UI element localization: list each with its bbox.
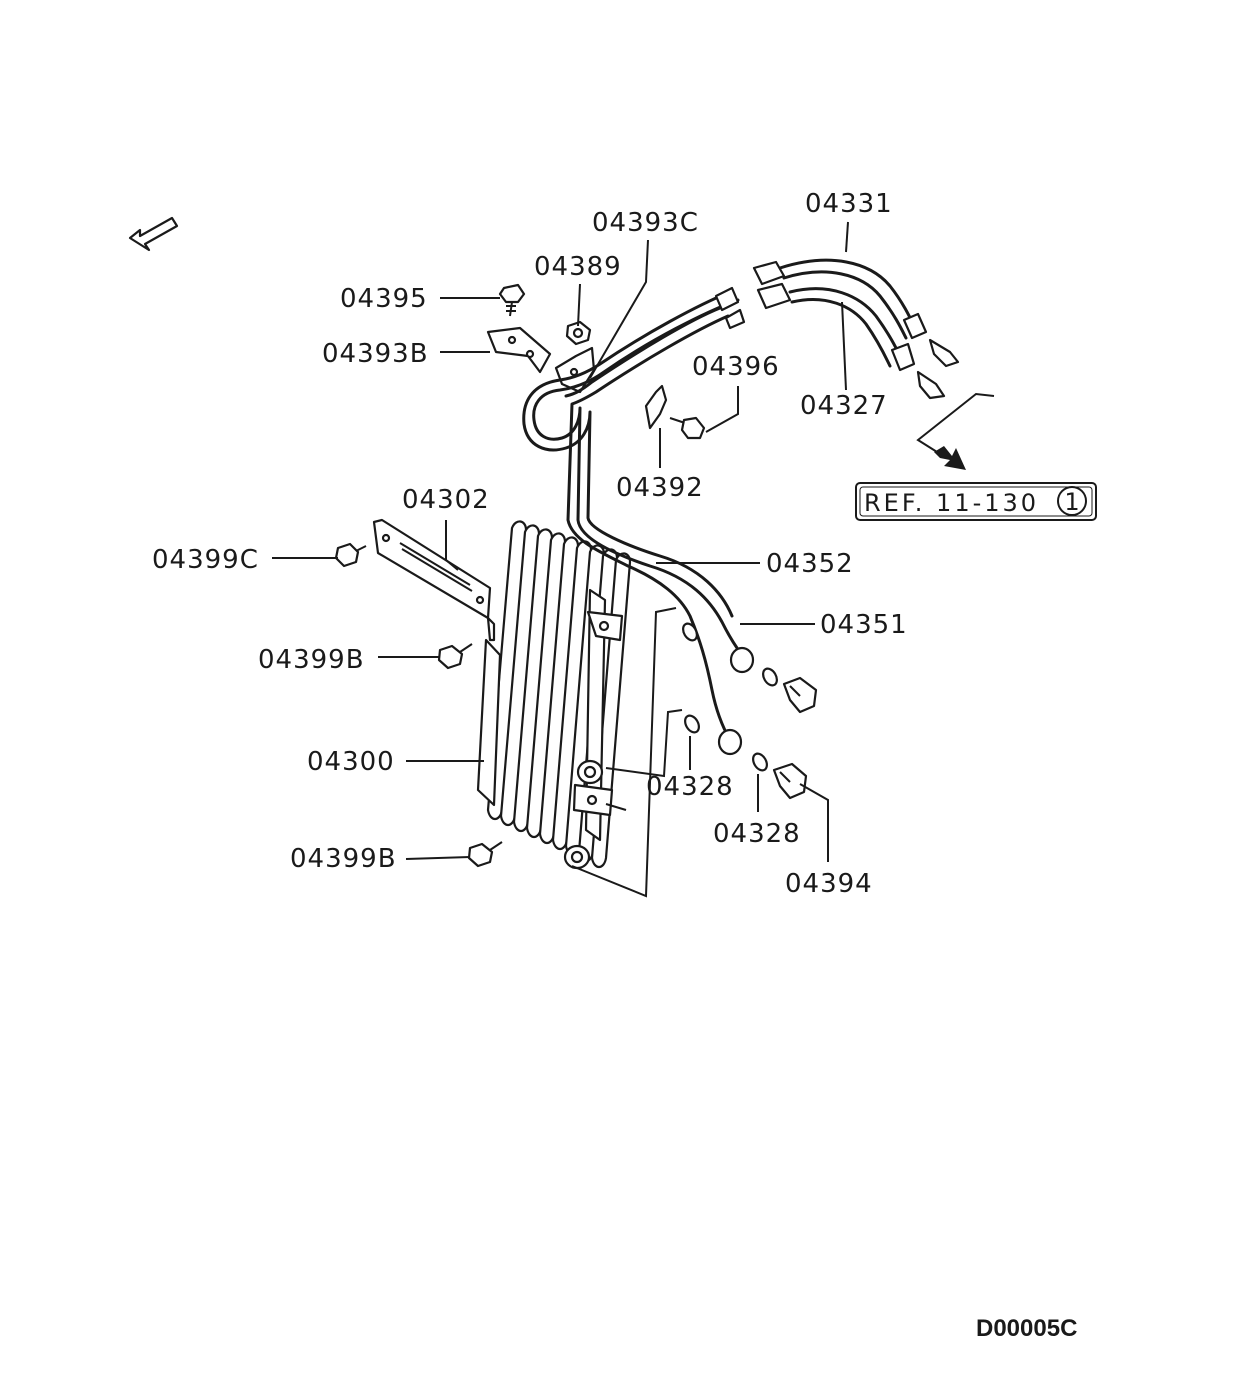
front-direction-arrow-icon: [128, 216, 179, 252]
pipe-fitting-upper: [714, 286, 755, 756]
label-04328-b[interactable]: 04328: [713, 819, 801, 849]
oil-hose-04327-part[interactable]: [756, 282, 946, 400]
label-04300[interactable]: 04300: [307, 747, 395, 777]
oil-pipe-04352-part[interactable]: [522, 290, 748, 662]
bolt-04399b-bottom-part[interactable]: [467, 841, 503, 868]
reference-circle-number: 1: [1064, 488, 1079, 516]
clip-04392-part[interactable]: [644, 384, 668, 430]
oil-cooler-part[interactable]: [476, 520, 632, 870]
bolt-04396-part[interactable]: [669, 416, 706, 440]
label-04352[interactable]: 04352: [766, 549, 854, 579]
nut-04389-part[interactable]: [565, 320, 592, 346]
bolt-04399c-part[interactable]: [334, 542, 367, 568]
label-04351[interactable]: 04351: [820, 610, 908, 640]
label-04393c[interactable]: 04393C: [592, 208, 699, 238]
label-04392[interactable]: 04392: [616, 473, 704, 503]
label-04399c[interactable]: 04399C: [152, 545, 259, 575]
bolt-04395-part[interactable]: [498, 283, 526, 317]
label-04395[interactable]: 04395: [340, 284, 428, 314]
assembly-lines: [571, 607, 683, 898]
label-04396[interactable]: 04396: [692, 352, 780, 382]
label-04327[interactable]: 04327: [800, 391, 888, 421]
part-labels: 04331 04393C 04389 04395 04393B 04396 04…: [152, 189, 908, 899]
label-04399b-top[interactable]: 04399B: [258, 645, 365, 675]
gasket-04328-a-part[interactable]: [680, 621, 701, 735]
reference-text: REF. 11-130: [864, 489, 1039, 517]
label-04394[interactable]: 04394: [785, 869, 873, 899]
diagram-code: D00005C: [976, 1315, 1077, 1342]
arrow-down-right-icon: [934, 446, 966, 470]
bracket-04302-part[interactable]: [372, 518, 496, 642]
label-04399b-bottom[interactable]: 04399B: [290, 844, 397, 874]
oil-pipe-04351-part[interactable]: [564, 306, 732, 742]
reference-box[interactable]: REF. 11-130 1: [855, 482, 1097, 521]
label-04328-a[interactable]: 04328: [646, 772, 734, 802]
leader-lines: [272, 221, 995, 862]
bolt-04399b-top-part[interactable]: [437, 643, 473, 670]
eye-bolt-04394-part[interactable]: [772, 676, 818, 800]
label-04389[interactable]: 04389: [534, 252, 622, 282]
oil-hose-04331-part[interactable]: [752, 258, 960, 368]
label-04393b[interactable]: 04393B: [322, 339, 429, 369]
gasket-04328-b-part[interactable]: [750, 666, 779, 773]
label-04331[interactable]: 04331: [805, 189, 893, 219]
label-04302[interactable]: 04302: [402, 485, 490, 515]
clamp-04393b-part[interactable]: [486, 326, 552, 374]
